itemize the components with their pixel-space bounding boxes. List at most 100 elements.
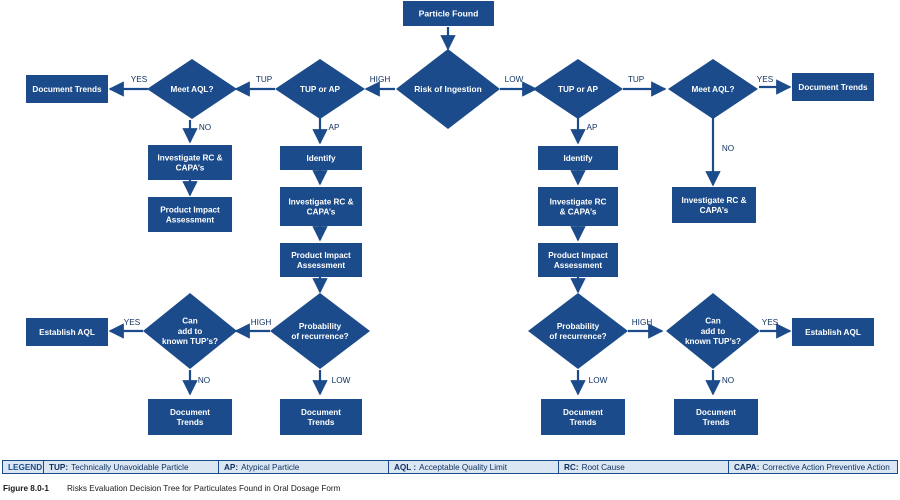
edge-label-low: LOW [505, 75, 524, 84]
figure-title: Risks Evaluation Decision Tree for Parti… [66, 484, 341, 493]
node-box-investigate-right-1 [538, 187, 618, 226]
node-box-document-trends-left-b2 [280, 399, 362, 435]
node-establish-aql-left: Establish AQL [26, 318, 108, 346]
node-document-trends-right-top: Document Trends [792, 73, 874, 101]
node-establish-aql-right: Establish AQL [792, 318, 874, 346]
node-box-particle-found [403, 1, 494, 26]
decision-label-tup-or-ap-left: TUP or AP [300, 85, 341, 94]
legend-item-tup: TUP:Technically Unavoidable Particle [43, 461, 218, 473]
edge-label-no-left-bottom: NO [198, 376, 210, 385]
legend-item-ap: AP:Atypical Particle [218, 461, 388, 473]
edge-label-no-left-top: NO [199, 123, 211, 132]
node-box-product-impact-left-2 [280, 243, 362, 277]
edge-label-ap-left: AP [329, 123, 340, 132]
figure-caption: Figure 8.0-1 Risks Evaluation Decision Tr… [3, 484, 340, 493]
legend-item-aql: AQL :Acceptable Quality Limit [388, 461, 558, 473]
decision-shape-can-add-right [666, 293, 760, 369]
node-box-document-trends-right-top [792, 73, 874, 101]
decision-shape-tup-or-ap-left [275, 59, 365, 119]
edge-label-no-right-bottom: NO [722, 376, 734, 385]
legend-bar: LEGEND TUP:Technically Unavoidable Parti… [2, 460, 898, 474]
node-label-particle-found: Particle Found [419, 9, 479, 19]
decision-label-risk-of-ingestion: Risk of Ingestion [414, 84, 481, 94]
node-label-investigate-left-1: Investigate RC &CAPA’s [157, 153, 222, 172]
node-box-document-trends-left-top [26, 75, 108, 103]
decision-meet-aql-left: Meet AQL? [147, 59, 237, 119]
node-identify-right: Identify [538, 146, 618, 170]
node-identify-left: Identify [280, 146, 362, 170]
edge-label-yes-right-bottom: YES [762, 318, 779, 327]
node-investigate-left-1: Investigate RC &CAPA’s [148, 145, 232, 180]
edge-label-tup-left: TUP [256, 75, 273, 84]
node-label-identify-right: Identify [563, 154, 593, 163]
edge-label-tup-right: TUP [628, 75, 645, 84]
decision-shape-tup-or-ap-right [533, 59, 623, 119]
decision-label-tup-or-ap-right: TUP or AP [558, 85, 599, 94]
node-box-product-impact-right [538, 243, 618, 277]
node-label-establish-aql-left: Establish AQL [39, 328, 95, 337]
node-box-investigate-left-2 [280, 187, 362, 226]
node-box-document-trends-right-b2 [674, 399, 758, 435]
node-investigate-right-2: Investigate RC &CAPA’s [672, 187, 756, 223]
decision-shape-can-add-left [143, 293, 237, 369]
node-particle-found: Particle Found [403, 1, 494, 26]
node-box-investigate-left-1 [148, 145, 232, 180]
node-box-document-trends-right-b1 [541, 399, 625, 435]
node-label-investigate-right-2: Investigate RC &CAPA’s [681, 196, 746, 215]
edge-label-no-right-top: NO [722, 144, 734, 153]
decision-meet-aql-right: Meet AQL? [668, 59, 758, 119]
edge-label-high: HIGH [370, 75, 391, 84]
edges-layer [108, 27, 792, 396]
node-box-identify-right [538, 146, 618, 170]
decision-shape-probability-right [528, 293, 628, 369]
node-box-product-impact-left-1 [148, 197, 232, 232]
node-box-document-trends-left-b1 [148, 399, 232, 435]
legend-item-capa: CAPA:Corrective Action Preventive Action [728, 461, 897, 473]
legend-item-rc: RC:Root Cause [558, 461, 728, 473]
node-document-trends-left-top: Document Trends [26, 75, 108, 103]
edge-label-yes-left-top: YES [131, 75, 148, 84]
node-label-establish-aql-right: Establish AQL [805, 328, 861, 337]
legend-title: LEGEND [8, 462, 43, 472]
node-label-investigate-right-1: Investigate RC& CAPA’s [550, 197, 607, 216]
node-label-identify-left: Identify [306, 154, 336, 163]
decision-shape-meet-aql-right [668, 59, 758, 119]
edge-label-high-right: HIGH [632, 318, 653, 327]
edge-label-yes-left-bottom: YES [124, 318, 141, 327]
figure-label: Figure 8.0-1 [3, 484, 49, 493]
node-box-investigate-right-2 [672, 187, 756, 223]
decision-shape-meet-aql-left [147, 59, 237, 119]
node-label-document-trends-left-top: Document Trends [32, 85, 102, 94]
node-label-document-trends-right-top: Document Trends [798, 83, 868, 92]
edge-label-ap-right: AP [587, 123, 598, 132]
edge-label-yes-right-top: YES [757, 75, 774, 84]
decision-shape-probability-left [270, 293, 370, 369]
decision-label-meet-aql-right: Meet AQL? [692, 85, 735, 94]
node-box-identify-left [280, 146, 362, 170]
node-label-investigate-left-2: Investigate RC &CAPA’s [288, 197, 353, 216]
edge-label-high-left: HIGH [251, 318, 272, 327]
